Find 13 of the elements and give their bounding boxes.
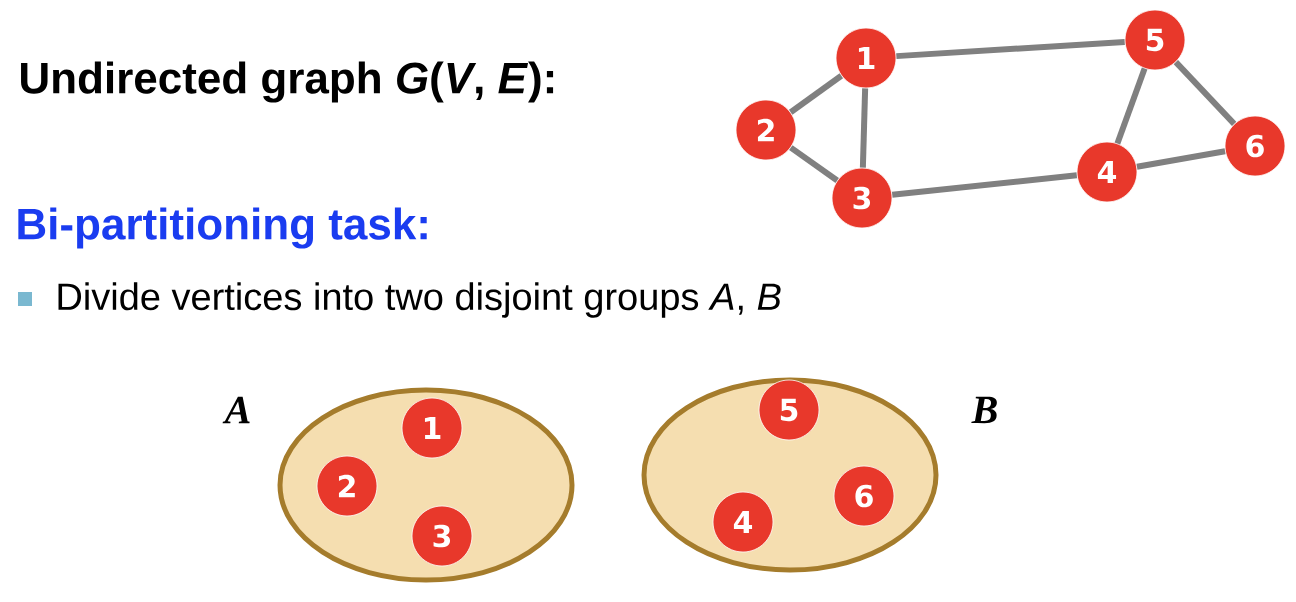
- edge-line: [1173, 60, 1237, 126]
- edge-line: [789, 145, 839, 183]
- bullet-text: Divide vertices into two disjoint groups A, B: [58, 282, 781, 318]
- heading: Bi-partitioning task:: [18, 207, 427, 249]
- edge-line: [1136, 148, 1226, 170]
- edge-line: [1114, 67, 1148, 145]
- set-label: B: [971, 396, 997, 424]
- edge-line: [896, 38, 1125, 60]
- set-label: A: [222, 396, 250, 424]
- title: Undirected graph G(V, E):: [21, 61, 554, 103]
- edge-line: [788, 73, 844, 115]
- edge-line: [891, 172, 1078, 198]
- edge-line: [859, 88, 869, 168]
